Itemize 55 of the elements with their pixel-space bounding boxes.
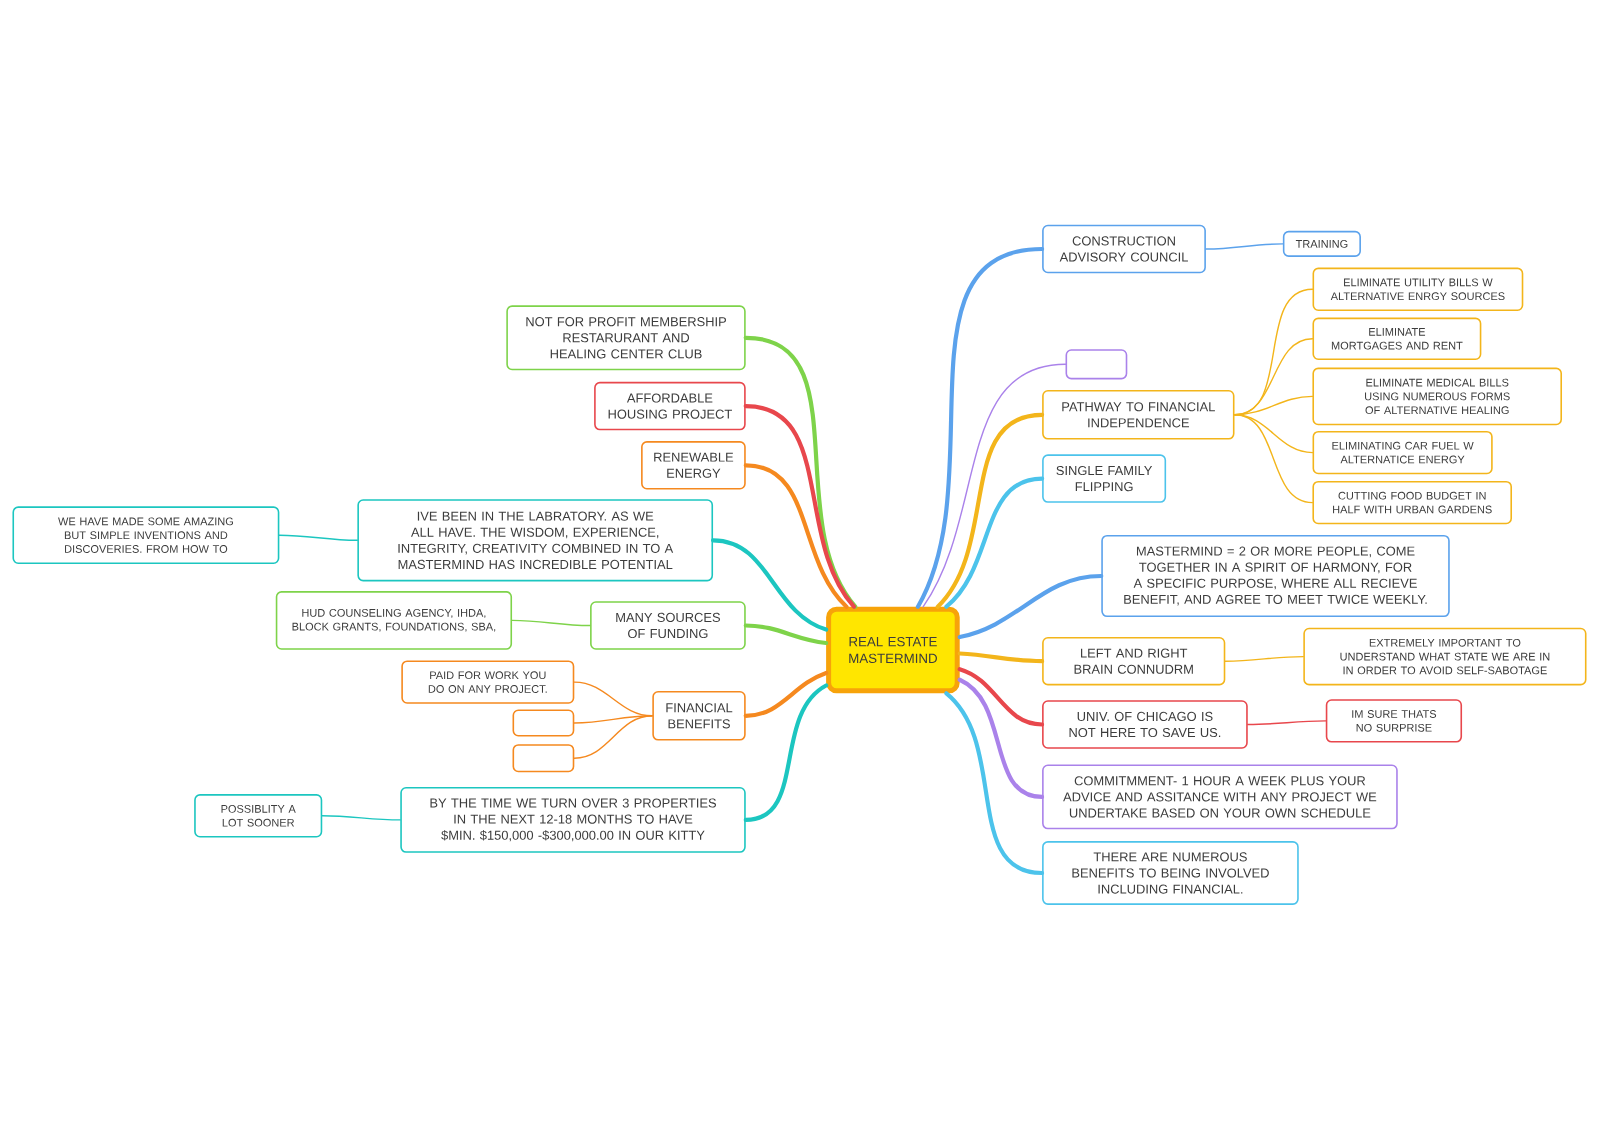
branch-line (743, 670, 829, 718)
branch-line (944, 476, 1045, 609)
branch-line (321, 815, 401, 821)
topic-box: RENEWABLE ENERGY (641, 441, 746, 490)
topic-box: IM SURE THATS NO SURPRISE (1325, 699, 1463, 743)
branch-line (957, 677, 1045, 799)
branch-line (1205, 243, 1284, 250)
branch-line (1233, 414, 1314, 504)
topic-box: ELIMINATE MEDICAL BILLS USING NUMEROUS FORMS OF ALTERNATIVE HEALING (1312, 367, 1562, 426)
topic-box: TRAINING (1282, 230, 1361, 257)
branch-line (957, 651, 1045, 664)
topic-box: POSSIBLITY A LOT SOONER (194, 794, 323, 838)
topic-box: PATHWAY TO FINANCIAL INDEPENDENCE (1042, 390, 1235, 440)
topic-box: NOT FOR PROFIT MEMBERSHIP RESTARURANT AND HEALING CENTER CLUB (506, 305, 746, 371)
branch-line (278, 534, 359, 541)
branch-line (743, 463, 849, 609)
topic-box: CONSTRUCTION ADVISORY COUNCIL (1042, 224, 1206, 274)
topic-box: ELIMINATE UTILITY BILLS W ALTERNATIVE ENRGY SOURCES (1312, 267, 1524, 311)
branch-line (922, 363, 1067, 608)
branch-line (511, 619, 591, 627)
branch-line (1247, 720, 1327, 726)
branch-line (743, 623, 829, 646)
empty-box (512, 744, 575, 773)
branch-line (944, 691, 1045, 876)
topic-box: AFFORDABLE HOUSING PROJECT (594, 381, 746, 431)
topic-box: FINANCIAL BENEFITS (652, 691, 746, 741)
topic-box: LEFT AND RIGHT BRAIN CONNUDRM (1042, 636, 1226, 686)
topic-box: ELIMINATE MORTGAGES AND RENT (1312, 317, 1482, 360)
topic-box: CUTTING FOOD BUDGET IN HALF WITH URBAN GARDENS (1312, 480, 1512, 525)
topic-box: HUD COUNSELING AGENCY, IHDA, BLOCK GRANTS, FOUNDATIONS, SBA, (275, 591, 513, 650)
branch-line (743, 335, 858, 609)
topic-box: WE HAVE MADE SOME AMAZING BUT SIMPLE INVENTIONS AND DISCOVERIES. FROM HOW TO (12, 506, 280, 565)
topic-box: COMMITMMENT- 1 HOUR A WEEK PLUS YOUR ADVICE AND ASSITANCE WITH ANY PROJECT WE UNDERTAKE BASED ON YOUR OWN SCHEDULE (1042, 764, 1398, 830)
topic-box: MANY SOURCES OF FUNDING (590, 601, 746, 650)
topic-box: UNIV. OF CHICAGO IS NOT HERE TO SAVE US. (1042, 700, 1248, 749)
branch-line (743, 404, 856, 609)
topic-box: EXTREMELY IMPORTANT TO UNDERSTAND WHAT STATE WE ARE IN IN ORDER TO AVOID SELF-SABOTAGE (1303, 627, 1587, 686)
branch-line (573, 715, 653, 759)
empty-box (512, 709, 575, 737)
topic-box: IVE BEEN IN THE LABRATORY. AS WE ALL HAVE. THE WISDOM, EXPERIENCE, INTEGRITY, CREATIVITY COMBINED IN TO A MASTERMIND HAS INCREDIBLE POTENTIAL (357, 499, 714, 582)
topic-box: SINGLE FAMILY FLIPPING (1042, 454, 1167, 503)
branch-line (957, 667, 1045, 727)
empty-box (1065, 349, 1128, 380)
branch-line (935, 412, 1045, 609)
central-topic-box: REAL ESTATE MASTERMIND (826, 606, 960, 694)
branch-line (915, 246, 1045, 609)
branch-line (1224, 655, 1304, 662)
topic-box: ELIMINATING CAR FUEL W ALTERNATICE ENERGY (1312, 430, 1493, 475)
branch-line (743, 683, 829, 822)
topic-box: PAID FOR WORK YOU DO ON ANY PROJECT. (401, 660, 575, 704)
topic-box: THERE ARE NUMEROUS BENEFITS TO BEING INVOLVED INCLUDING FINANCIAL. (1042, 841, 1299, 905)
topic-box: BY THE TIME WE TURN OVER 3 PROPERTIES IN THE NEXT 12-18 MONTHS TO HAVE $MIN. $150,000 -$300,000.00 IN OUR KITTY (400, 786, 746, 853)
branch-line (957, 573, 1104, 640)
branch-line (710, 538, 829, 632)
topic-box: MASTERMIND = 2 OR MORE PEOPLE, COME TOGETHER IN A SPIRIT OF HARMONY, FOR A SPECIFIC PURPOSE, WHERE ALL RECIEVE BENEFIT, AND AGREE TO MEET TWICE WEEKLY. (1101, 534, 1450, 618)
